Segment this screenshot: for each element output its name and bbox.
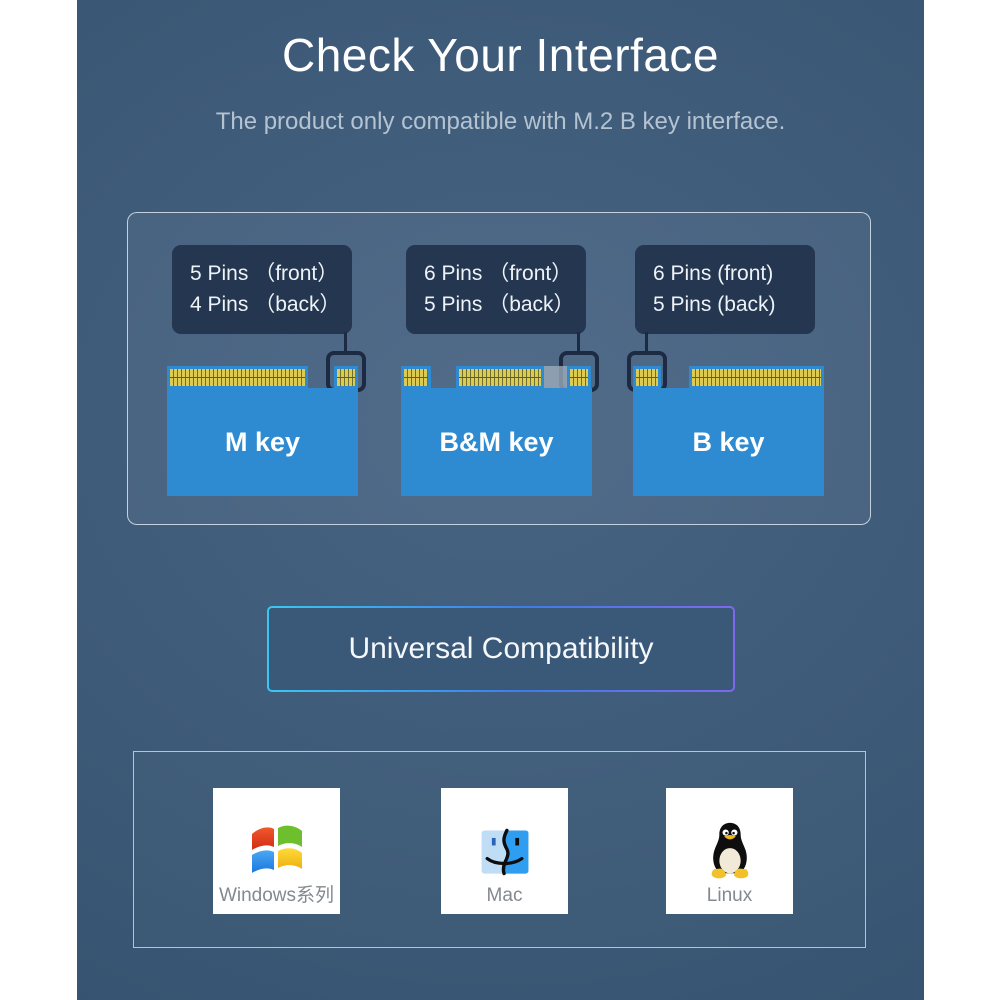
connector-m-key: 5 Pins （front） 4 Pins （back） M key bbox=[167, 213, 366, 496]
os-label: Linux bbox=[706, 885, 753, 906]
banner-label: Universal Compatibility bbox=[348, 632, 654, 665]
connector-name: B key bbox=[692, 426, 765, 457]
page-subtitle: The product only compatible with M.2 B k… bbox=[215, 108, 786, 135]
pin-count-front: 6 Pins (front) bbox=[653, 262, 774, 285]
gold-pins bbox=[459, 369, 541, 386]
os-label: Windows系列 bbox=[218, 885, 335, 906]
pin-count-front: 5 Pins （front） bbox=[190, 262, 339, 285]
gold-pins bbox=[692, 369, 821, 386]
leader-line bbox=[344, 332, 347, 353]
windows-logo-icon bbox=[251, 825, 302, 873]
mac-finder-logo-icon bbox=[481, 828, 528, 876]
pin-count-back: 4 Pins （back） bbox=[190, 293, 341, 316]
pin-strip-long bbox=[456, 366, 544, 389]
connector-b-key: 6 Pins (front) 5 Pins (back) B key bbox=[627, 213, 824, 496]
connector-card: M key bbox=[167, 388, 358, 496]
connector-name: B&M key bbox=[439, 426, 554, 457]
interface-panel: 5 Pins （front） 4 Pins （back） M key 6 Pin… bbox=[127, 212, 871, 525]
page-title: Check Your Interface bbox=[281, 29, 720, 81]
os-label: Mac bbox=[486, 885, 523, 906]
connector-card: B key bbox=[633, 388, 824, 496]
os-tile-mac: Mac bbox=[441, 788, 568, 914]
pin-count-label-m-key: 5 Pins （front） 4 Pins （back） bbox=[172, 245, 352, 334]
pin-count-label-bm-key: 6 Pins （front） 5 Pins （back） bbox=[406, 245, 586, 334]
pin-count-front: 6 Pins （front） bbox=[424, 262, 573, 285]
connector-card: B&M key bbox=[401, 388, 592, 496]
connector-bm-key: 6 Pins （front） 5 Pins （back） B&M key bbox=[401, 213, 599, 496]
poster-canvas: Check Your Interface The product only co… bbox=[77, 0, 924, 1000]
connector-name: M key bbox=[224, 426, 301, 457]
os-support-panel: Windows系列 Mac bbox=[133, 751, 866, 948]
pin-strip-long bbox=[167, 366, 308, 389]
gold-pins bbox=[337, 369, 355, 386]
gold-pins bbox=[636, 369, 658, 386]
os-tile-windows: Windows系列 bbox=[213, 788, 340, 914]
pin-strip-key-segment bbox=[334, 366, 358, 389]
gold-pins bbox=[570, 369, 588, 386]
linux-tux-logo-icon bbox=[711, 822, 748, 879]
pin-strip-left-segment bbox=[401, 366, 431, 389]
pin-count-back: 5 Pins (back) bbox=[653, 293, 776, 316]
gold-pins bbox=[404, 369, 428, 386]
pin-strip-key-segment bbox=[567, 366, 591, 389]
leader-line bbox=[645, 332, 648, 353]
gold-pins bbox=[170, 369, 305, 386]
universal-compatibility-banner: Universal Compatibility bbox=[267, 606, 735, 692]
leader-line bbox=[577, 332, 580, 353]
pin-strip-long bbox=[689, 366, 824, 389]
os-tile-linux: Linux bbox=[666, 788, 793, 914]
pin-count-label-b-key: 6 Pins (front) 5 Pins (back) bbox=[635, 245, 815, 334]
pin-count-back: 5 Pins （back） bbox=[424, 293, 575, 316]
banner-inner: Universal Compatibility bbox=[269, 608, 733, 690]
contact-gap-segment bbox=[544, 366, 569, 389]
pin-strip-key-segment bbox=[633, 366, 661, 389]
